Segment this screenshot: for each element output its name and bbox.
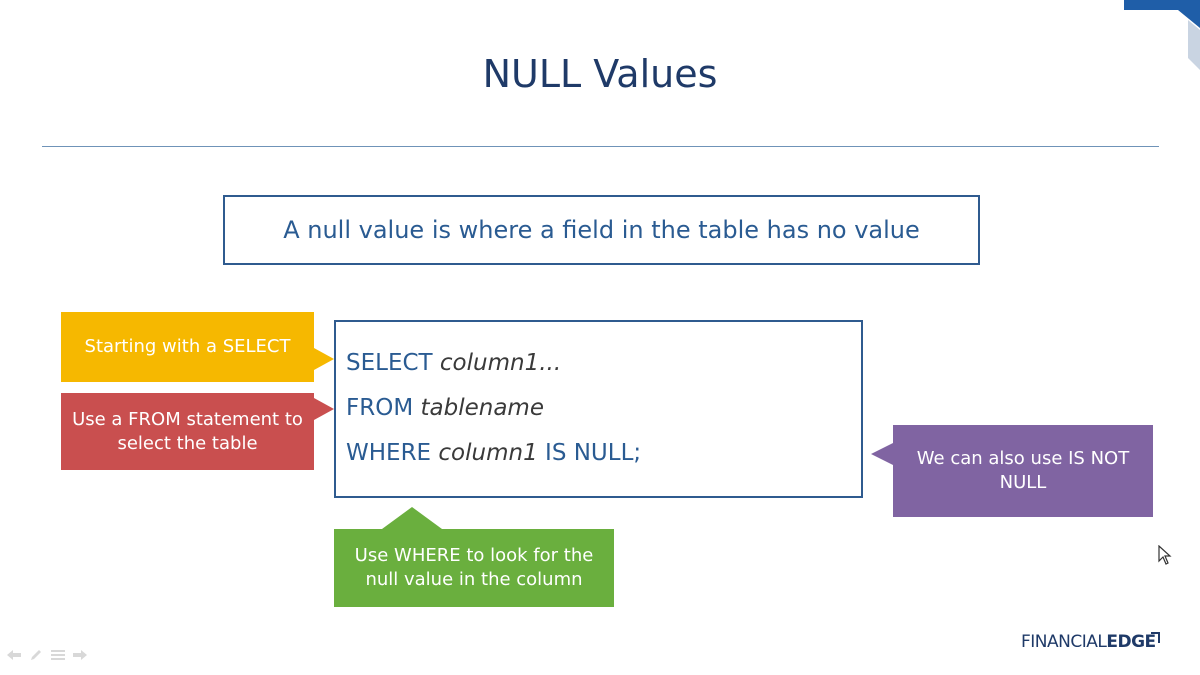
definition-text: A null value is where a field in the tab… xyxy=(283,216,920,244)
sql-keyword-select: SELECT xyxy=(346,350,440,376)
callout-not-null-text: We can also use IS NOT NULL xyxy=(916,448,1130,493)
sql-line-where: WHERE column1 IS NULL; xyxy=(346,440,641,466)
sql-keyword-where: WHERE xyxy=(346,440,439,466)
sql-line-select: SELECT column1... xyxy=(346,350,561,376)
definition-box: A null value is where a field in the tab… xyxy=(223,195,980,265)
callout-select-text: Starting with a SELECT xyxy=(84,336,291,357)
callout-where-pointer xyxy=(382,507,442,529)
slide-title: NULL Values xyxy=(482,52,718,96)
callout-from: Use a FROM statement to select the table xyxy=(61,393,334,470)
logo-text-financial: FINANCIAL xyxy=(1021,632,1107,652)
sql-tablename: tablename xyxy=(420,395,544,421)
sql-column: column1... xyxy=(439,350,562,376)
menu-icon xyxy=(51,650,65,660)
logo-mark-icon xyxy=(1151,632,1160,643)
back-button[interactable] xyxy=(6,648,22,662)
callout-where-text: Use WHERE to look for the null value in … xyxy=(354,545,594,590)
pen-icon xyxy=(31,650,41,660)
sql-keyword-from: FROM xyxy=(346,395,421,421)
sql-is-null: IS NULL; xyxy=(537,440,642,466)
callout-select: Starting with a SELECT xyxy=(61,312,334,382)
financial-edge-logo: FINANCIALEDGE xyxy=(1021,632,1156,652)
sql-where-column: column1 xyxy=(438,440,538,466)
menu-button[interactable] xyxy=(50,648,66,662)
corner-decoration xyxy=(1124,0,1200,70)
pen-button[interactable] xyxy=(28,648,44,662)
mouse-cursor-icon xyxy=(1158,545,1172,565)
title-divider xyxy=(42,146,1159,147)
back-arrow-icon xyxy=(7,650,21,660)
callout-not-null-pointer xyxy=(871,443,893,465)
slideshow-toolbar xyxy=(6,648,88,662)
forward-arrow-icon xyxy=(73,650,87,660)
callout-from-pointer xyxy=(314,398,334,420)
callout-not-null: We can also use IS NOT NULL xyxy=(871,425,1153,517)
callout-where: Use WHERE to look for the null value in … xyxy=(334,507,614,607)
callout-select-pointer xyxy=(314,348,334,370)
forward-button[interactable] xyxy=(72,648,88,662)
logo-text-edge: EDGE xyxy=(1106,632,1156,652)
sql-line-from: FROM tablename xyxy=(346,395,544,421)
sql-code-box: SELECT column1... FROM tablename WHERE c… xyxy=(334,320,863,498)
callout-from-text: Use a FROM statement to select the table xyxy=(72,408,303,454)
